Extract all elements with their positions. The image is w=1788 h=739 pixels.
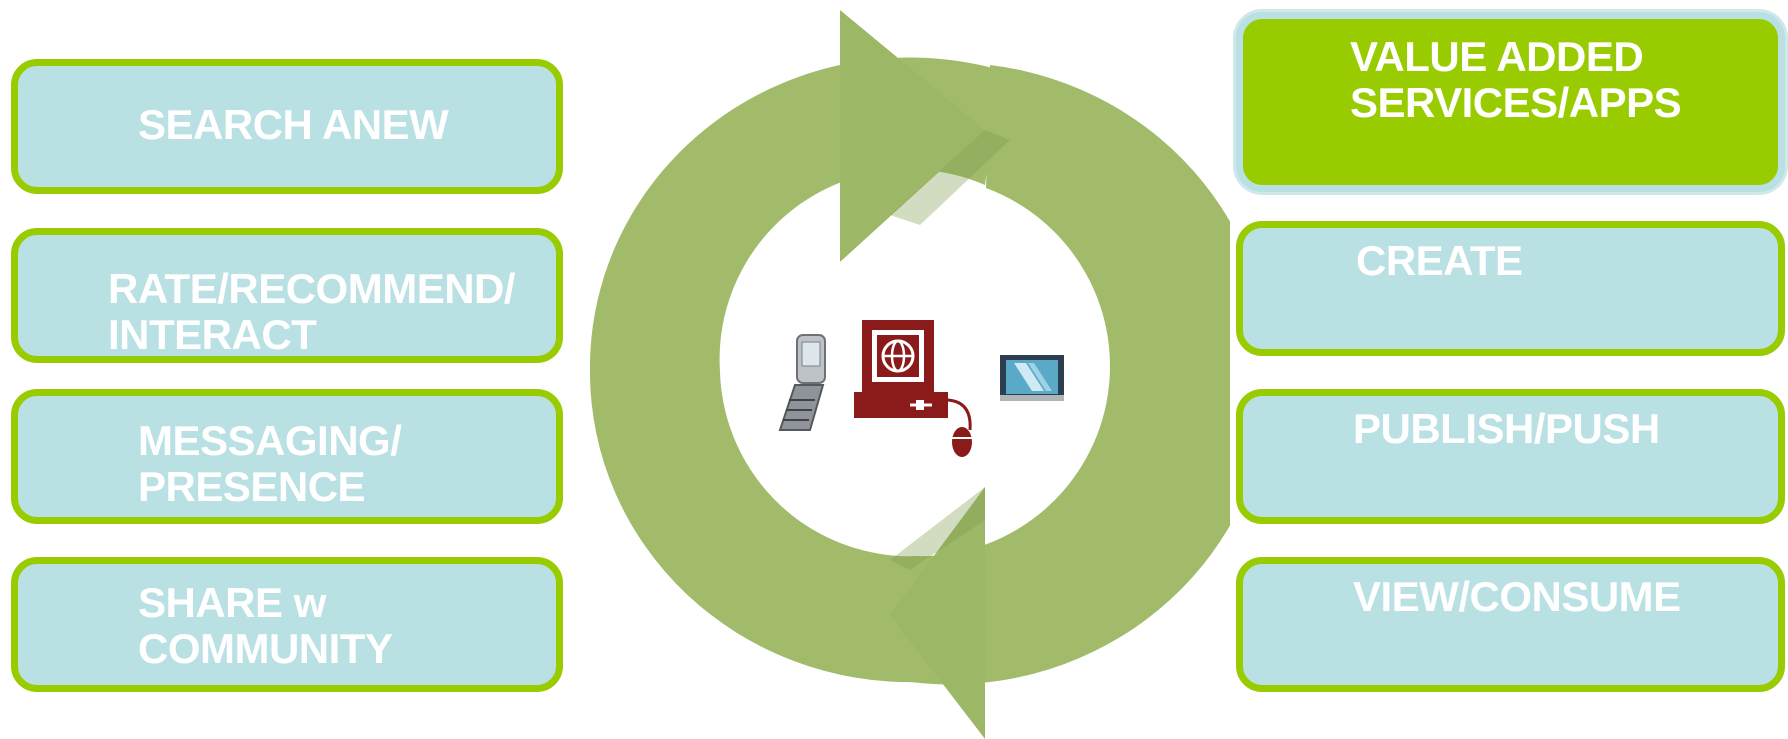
step-label: MESSAGING/ PRESENCE xyxy=(138,417,402,510)
step-label: RATE/RECOMMEND/ INTERACT xyxy=(108,265,516,358)
mobile-phone-icon xyxy=(778,334,826,431)
step-label: CREATE xyxy=(1356,237,1523,284)
cycle-ring xyxy=(590,10,1230,739)
step-label: PUBLISH/PUSH xyxy=(1353,405,1660,452)
step-view-consume: VIEW/CONSUME xyxy=(1236,557,1785,692)
cycle-diagram xyxy=(590,10,1230,739)
step-label: SHARE w COMMUNITY xyxy=(138,579,393,672)
cycle-arrow-left xyxy=(590,372,920,683)
cycle-arrowhead-top xyxy=(840,10,985,262)
step-label: SEARCH ANEW xyxy=(138,101,449,148)
step-create: CREATE xyxy=(1236,221,1785,356)
step-search-anew: SEARCH ANEW xyxy=(11,59,563,194)
step-share-community: SHARE w COMMUNITY xyxy=(11,557,563,692)
step-rate-recommend-interact: RATE/RECOMMEND/ INTERACT xyxy=(11,228,563,363)
cycle-arrow-bottom xyxy=(910,65,1230,685)
computer-icon xyxy=(854,320,972,457)
step-publish-push: PUBLISH/PUSH xyxy=(1236,389,1785,524)
cycle-arrowhead-bottom-shadow xyxy=(890,487,985,570)
step-label: VALUE ADDED SERVICES/APPS xyxy=(1350,33,1682,126)
step-value-added-services: VALUE ADDED SERVICES/APPS xyxy=(1236,12,1785,192)
television-icon xyxy=(1000,355,1064,401)
step-label: VIEW/CONSUME xyxy=(1353,573,1681,620)
step-messaging-presence: MESSAGING/ PRESENCE xyxy=(11,389,563,524)
cycle-arrowhead-bottom xyxy=(890,487,985,739)
cycle-arrowhead-top-shadow xyxy=(890,130,1010,225)
